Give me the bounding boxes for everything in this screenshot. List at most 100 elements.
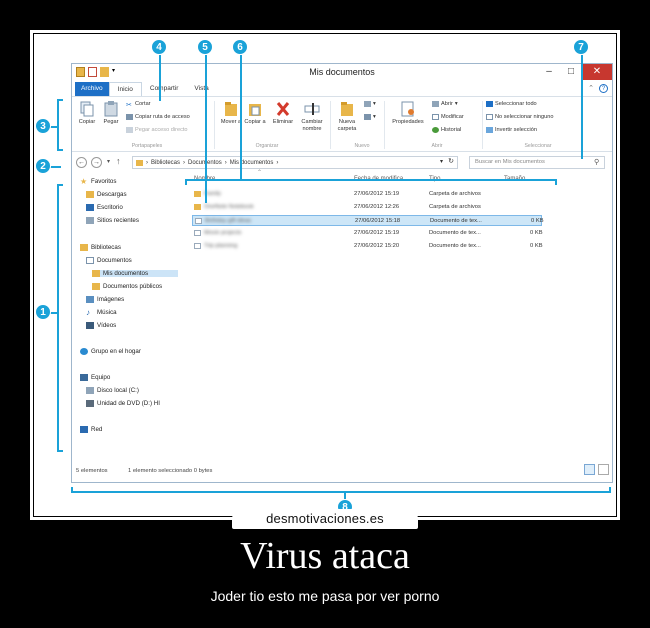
easy-access-button[interactable]: ▾	[364, 114, 376, 120]
copy-button[interactable]: Copiar	[76, 101, 98, 126]
collapse-ribbon-icon[interactable]: ⌃	[588, 85, 594, 92]
downloads-icon	[86, 191, 94, 198]
edit-button[interactable]: Modificar	[432, 114, 464, 120]
new-folder-button[interactable]: Nueva carpeta	[334, 101, 360, 133]
text-document-icon	[194, 230, 201, 236]
address-dropdown-icon[interactable]: ▾	[439, 159, 443, 165]
callout-leader-8	[344, 491, 346, 501]
properties-icon[interactable]	[76, 67, 85, 77]
text-document-icon	[194, 243, 201, 249]
quick-access-toolbar: ▾	[76, 67, 118, 77]
new-item-button[interactable]: ▾	[364, 101, 376, 107]
nav-mis-documentos[interactable]: Mis documentos	[92, 270, 178, 277]
nav-label: Red	[91, 426, 103, 433]
delete-button[interactable]: Eliminar	[270, 101, 296, 126]
nav-sitios-recientes[interactable]: Sitios recientes	[86, 217, 139, 224]
tab-inicio[interactable]: Inicio	[108, 82, 142, 96]
nav-videos[interactable]: Vídeos	[86, 322, 116, 329]
address-box[interactable]: › Bibliotecas › Documentos › Mis documen…	[132, 156, 458, 169]
paste-button[interactable]: Pegar	[100, 101, 122, 126]
nav-documentos[interactable]: Documentos	[86, 257, 132, 264]
folder-icon[interactable]	[100, 67, 109, 77]
nav-equipo[interactable]: Equipo	[80, 374, 110, 381]
tab-compartir[interactable]: Compartir	[149, 85, 179, 92]
nav-label: Grupo en el hogar	[91, 348, 141, 355]
table-row[interactable]: Family 27/06/2012 15:19 Carpeta de archi…	[192, 189, 542, 200]
folder-icon	[92, 270, 100, 277]
close-button[interactable]: ✕	[582, 64, 612, 80]
select-all-button[interactable]: Seleccionar todo	[486, 101, 537, 107]
nav-favoritos[interactable]: ★Favoritos	[80, 178, 116, 186]
nav-imagenes[interactable]: Imágenes	[86, 296, 124, 303]
table-row[interactable]: Trip planning 27/06/2012 15:20 Documento…	[192, 241, 543, 252]
back-button[interactable]: ←	[76, 157, 87, 168]
brand-logo: desmotivaciones.es	[232, 509, 418, 529]
search-input[interactable]: Buscar en Mis documentos	[469, 156, 605, 169]
copy-to-button[interactable]: Copiar a	[244, 101, 266, 126]
nav-musica[interactable]: ♪Música	[86, 309, 117, 317]
nav-bibliotecas[interactable]: Bibliotecas	[80, 244, 121, 251]
file-type: Carpeta de archivos	[429, 204, 481, 210]
folder-icon	[92, 283, 100, 290]
table-row[interactable]: Birthday gift ideas 27/06/2012 15:18 Doc…	[192, 215, 544, 226]
search-icon[interactable]: ⚲	[594, 159, 600, 166]
nav-unidad-dvd[interactable]: Unidad de DVD (D:) HI	[86, 400, 160, 407]
cut-button[interactable]: ✂Cortar	[126, 101, 151, 109]
rename-button[interactable]: Cambiar nombre	[298, 101, 326, 133]
videos-icon	[86, 322, 94, 329]
dropdown-icon[interactable]: ▾	[112, 68, 116, 74]
sort-indicator-icon: ⌃	[257, 170, 263, 176]
file-list: ⌃ Nombre Fecha de modifica... Tipo Tamañ…	[184, 170, 612, 454]
nav-documentos-publicos[interactable]: Documentos públicos	[92, 283, 162, 290]
file-type: Carpeta de archivos	[429, 191, 481, 197]
callout-leader-6	[240, 55, 242, 179]
callout-2: 2	[35, 158, 51, 174]
copy-path-button[interactable]: Copiar ruta de acceso	[126, 114, 190, 120]
nav-label: Imágenes	[97, 296, 125, 303]
nav-escritorio[interactable]: Escritorio	[86, 204, 123, 211]
select-none-button[interactable]: No seleccionar ninguno	[486, 114, 553, 120]
new-document-icon[interactable]	[88, 67, 97, 77]
file-size: 0 KB	[530, 243, 543, 249]
up-button[interactable]: ↑	[116, 156, 121, 166]
invert-selection-button[interactable]: Invertir selección	[486, 127, 537, 133]
breadcrumb-documentos[interactable]: Documentos	[188, 160, 222, 166]
nav-red[interactable]: Red	[80, 426, 102, 433]
properties-button[interactable]: Propiedades	[388, 101, 428, 126]
nav-grupo-hogar[interactable]: Grupo en el hogar	[80, 348, 141, 355]
file-date: 27/06/2012 15:20	[354, 243, 400, 249]
breadcrumb-mis-documentos[interactable]: Mis documentos	[229, 159, 274, 166]
nav-disco-local[interactable]: Disco local (C:)	[86, 387, 139, 394]
details-view-button[interactable]	[584, 464, 595, 475]
callout-bracket-1-bottom	[57, 450, 63, 452]
history-button[interactable]: Historial	[432, 127, 461, 133]
nav-label: Escritorio	[97, 204, 123, 211]
breadcrumb-sep: ›	[183, 159, 186, 166]
tab-archivo[interactable]: Archivo	[75, 82, 109, 96]
refresh-icon[interactable]: ↻	[448, 158, 454, 165]
tab-vista[interactable]: Vista	[194, 85, 209, 92]
paste-shortcut-button[interactable]: Pegar acceso directo	[126, 127, 188, 133]
open-button[interactable]: Abrir▾	[432, 101, 458, 107]
large-icons-view-button[interactable]	[598, 464, 609, 475]
minimize-button[interactable]: –	[546, 66, 552, 77]
table-row[interactable]: Movie projects 27/06/2012 15:19 Document…	[192, 228, 543, 239]
paste-shortcut-label: Pegar acceso directo	[135, 127, 188, 133]
select-all-icon	[486, 101, 493, 107]
nav-descargas[interactable]: Descargas	[86, 191, 127, 198]
select-none-icon	[486, 114, 493, 120]
help-icon[interactable]: ?	[599, 84, 608, 93]
history-label: Historial	[441, 127, 462, 133]
documents-icon	[86, 257, 94, 264]
forward-button[interactable]: →	[91, 157, 102, 168]
table-row[interactable]: OneNote Notebook 27/06/2012 12:26 Carpet…	[192, 202, 542, 213]
breadcrumb-sep: ›	[276, 159, 279, 166]
callout-bracket-8	[71, 491, 611, 493]
breadcrumb-bibliotecas[interactable]: Bibliotecas	[151, 159, 181, 166]
ribbon-separator	[384, 101, 385, 149]
maximize-button[interactable]: □	[567, 66, 575, 77]
history-icon	[432, 127, 439, 133]
recent-locations-icon[interactable]: ▾	[107, 159, 111, 165]
move-to-button[interactable]: Mover a	[220, 101, 242, 126]
